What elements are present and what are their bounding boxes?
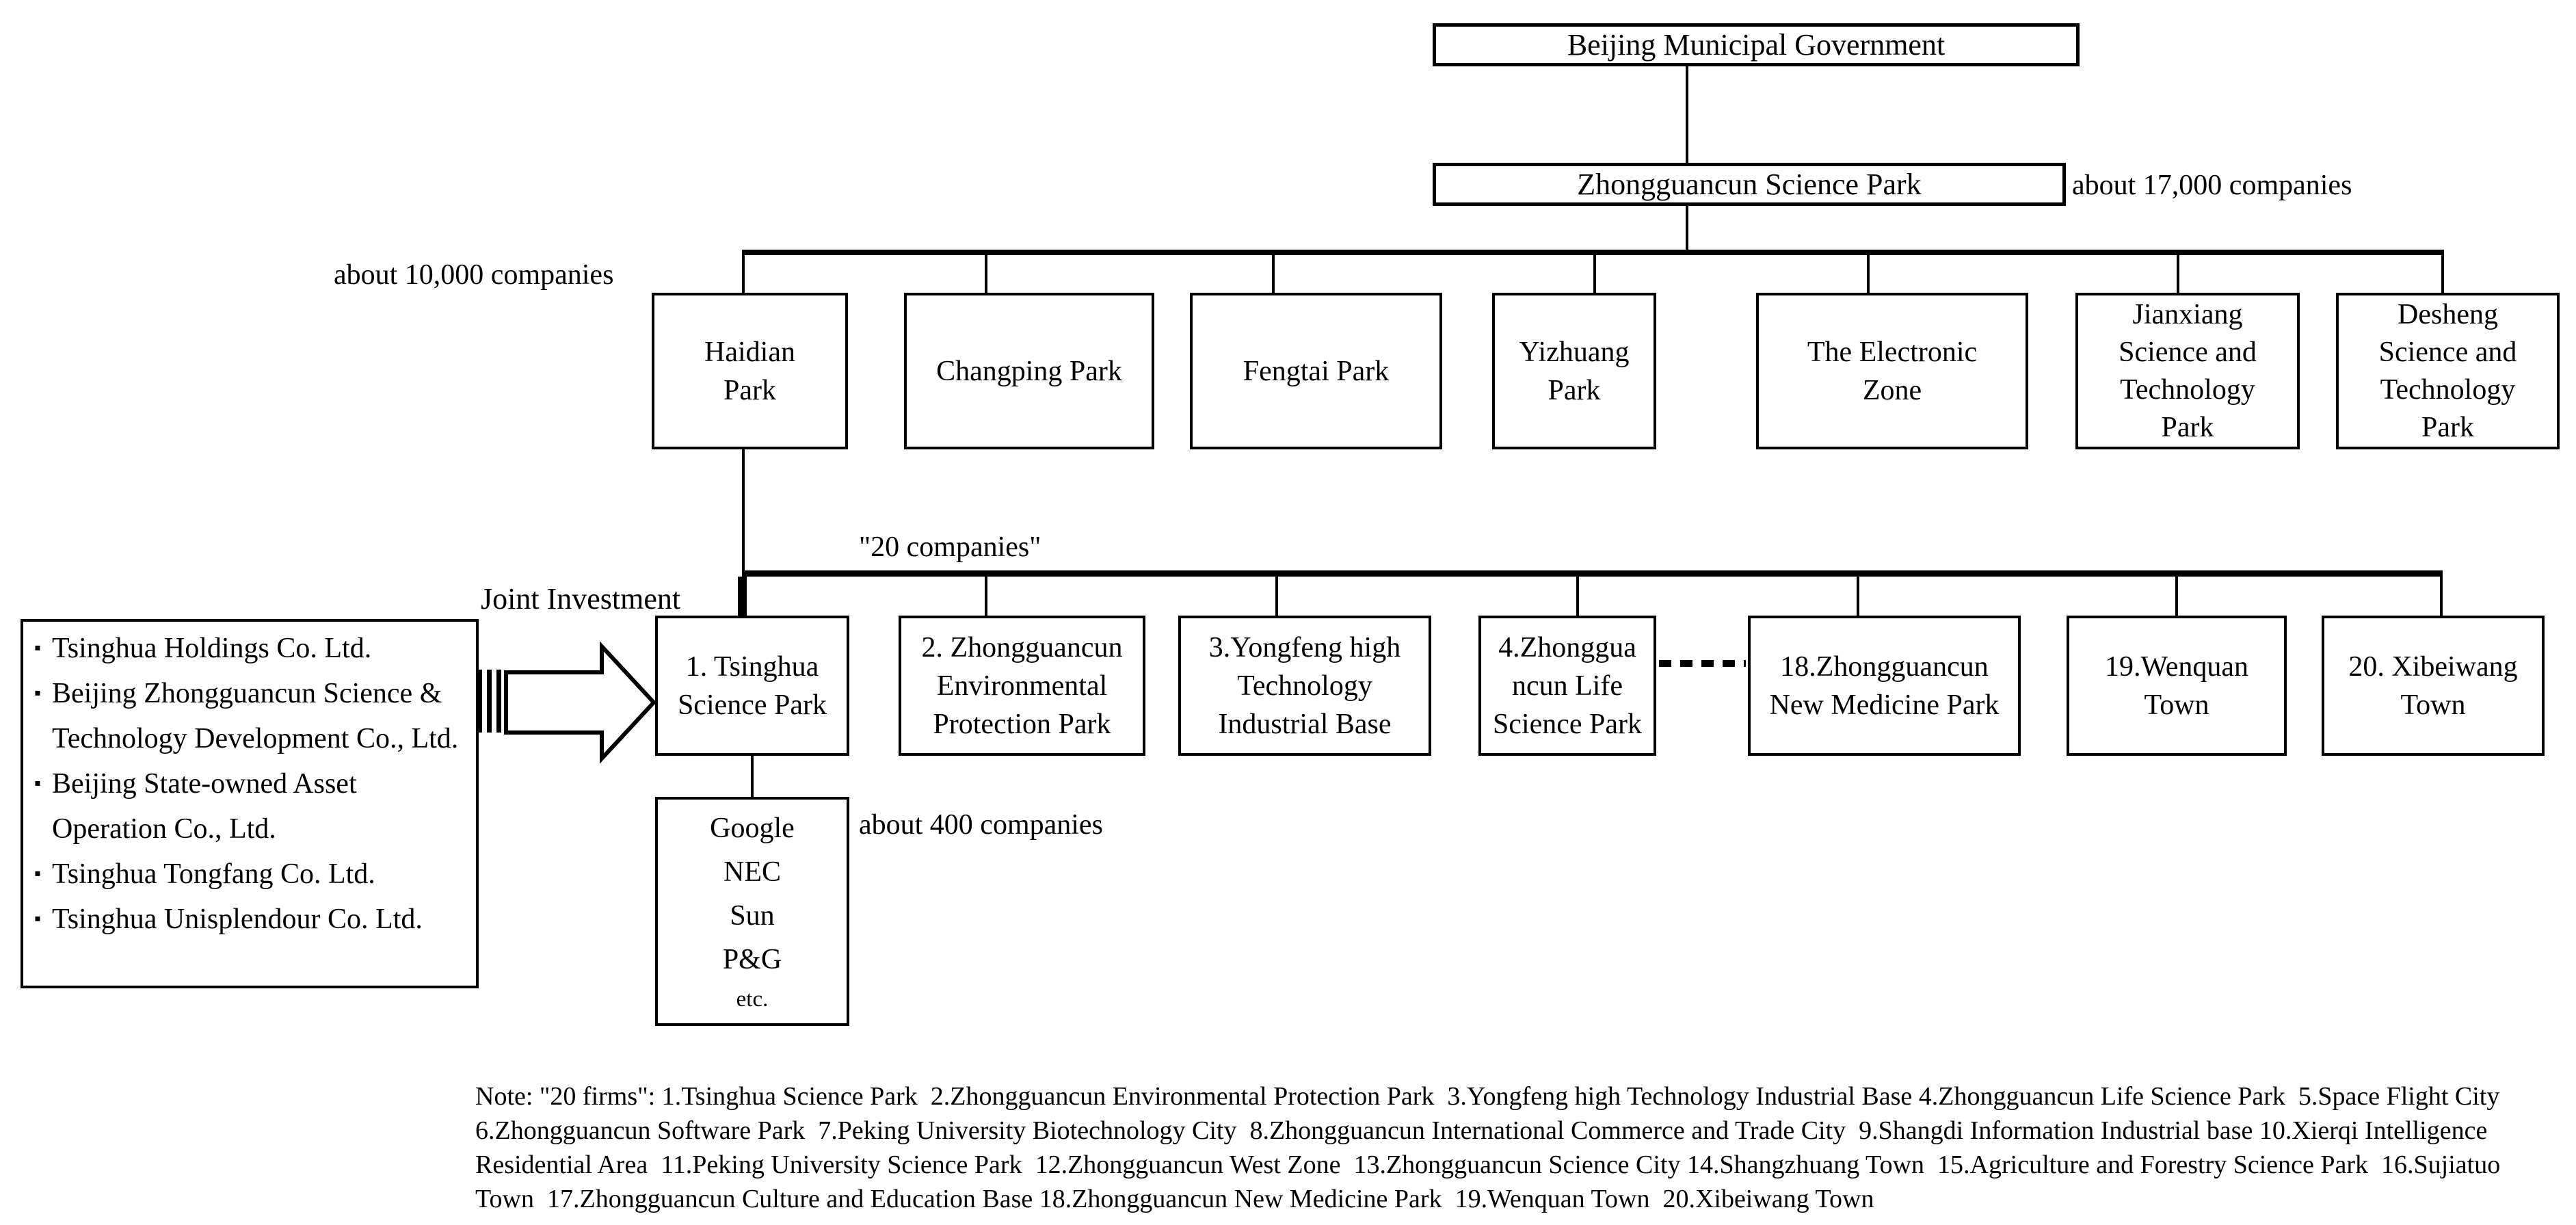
connector-stub-fengtai [1272, 255, 1275, 293]
connector-tsinghua-to-tenants [751, 756, 754, 797]
label-about-400-companies: about 400 companies [859, 809, 1103, 841]
tenant-item: Google [710, 812, 795, 844]
connector-haidian-spine [742, 449, 745, 570]
connector-stub-jianxiang [2177, 255, 2179, 293]
footnote-line: Residential Area 11.Peking University Sc… [475, 1150, 2501, 1179]
label-about-17000-companies: about 17,000 companies [2072, 170, 2352, 201]
connector-stub-xibeiwang [2440, 577, 2443, 616]
tenant-item: etc. [736, 986, 769, 1012]
tenant-item: NEC [723, 856, 781, 888]
investor-item: Tsinghua Unisplendour Co. Ltd. [34, 897, 469, 942]
org-box-zhongguancun-science-park: Zhongguancun Science Park [1433, 163, 2066, 206]
connector-stub-desheng [2441, 255, 2444, 293]
connector-stub-new-medicine [1857, 577, 1859, 616]
connector-level2-bus [742, 570, 2443, 577]
connector-root-to-park [1686, 66, 1688, 163]
footnote: Note: "20 firms": 1.Tsinghua Science Par… [475, 1079, 2558, 1216]
tenant-item: Sun [730, 899, 775, 932]
label-joint-investment: Joint Investment [481, 582, 681, 616]
org-box-haidian-park: Haidian Park [652, 293, 848, 449]
org-box-desheng-park: Desheng Science and Technology Park [2336, 293, 2560, 449]
label-20-companies: "20 companies" [859, 531, 1041, 563]
footnote-line: Town 17.Zhongguancun Culture and Educati… [475, 1185, 1874, 1213]
footnote-line: Note: "20 firms": 1.Tsinghua Science Par… [475, 1082, 2500, 1111]
tenant-item: P&G [722, 943, 782, 975]
investor-item: Tsinghua Holdings Co. Ltd. [34, 626, 469, 671]
org-box-jianxiang-park: Jianxiang Science and Technology Park [2075, 293, 2300, 449]
org-box-fengtai-park: Fengtai Park [1190, 293, 1442, 449]
org-box-yizhuang-park: Yizhuang Park [1492, 293, 1656, 449]
footnote-line: 6.Zhongguancun Software Park 7.Peking Un… [475, 1116, 2488, 1145]
investor-item: Beijing State-owned Asset Operation Co.,… [34, 761, 469, 852]
connector-stub-life-science [1576, 577, 1579, 616]
investors-box: Tsinghua Holdings Co. Ltd. Beijing Zhong… [21, 619, 479, 988]
org-box-changping-park: Changping Park [904, 293, 1154, 449]
org-box-yongfeng-industrial-base: 3.Yongfeng high Technology Industrial Ba… [1178, 616, 1431, 756]
connector-ellipsis-dashed [1659, 660, 1746, 667]
connector-stub-electronic-zone [1867, 255, 1870, 293]
investor-item: Beijing Zhongguancun Science & Technolog… [34, 671, 469, 761]
connector-stub-changping [985, 255, 987, 293]
org-box-wenquan-town: 19.Wenquan Town [2067, 616, 2287, 756]
connector-stub-wenquan [2175, 577, 2178, 616]
connector-level1-bus [742, 250, 2444, 255]
org-box-xibeiwang-town: 20. Xibeiwang Town [2322, 616, 2545, 756]
org-box-new-medicine-park: 18.Zhongguancun New Medicine Park [1748, 616, 2021, 756]
org-box-environmental-protection-park: 2. Zhongguancun Environmental Protection… [899, 616, 1145, 756]
org-box-beijing-municipal-government: Beijing Municipal Government [1433, 23, 2080, 66]
connector-stub-tsinghua [738, 577, 747, 616]
investor-item: Tsinghua Tongfang Co. Ltd. [34, 852, 469, 897]
connector-stub-environmental [985, 577, 987, 616]
connector-stub-yongfeng [1275, 577, 1278, 616]
connector-stub-yizhuang [1593, 255, 1596, 293]
joint-investment-arrow-icon [477, 641, 657, 764]
label-about-10000-companies: about 10,000 companies [334, 259, 614, 291]
org-box-tsinghua-science-park: 1. Tsinghua Science Park [655, 616, 849, 756]
tenants-box: Google NEC Sun P&G etc. [655, 797, 849, 1026]
org-box-electronic-zone: The Electronic Zone [1756, 293, 2028, 449]
connector-park-down [1686, 206, 1688, 250]
connector-stub-haidian [742, 255, 745, 293]
org-box-life-science-park: 4.Zhonggua ncun Life Science Park [1478, 616, 1656, 756]
